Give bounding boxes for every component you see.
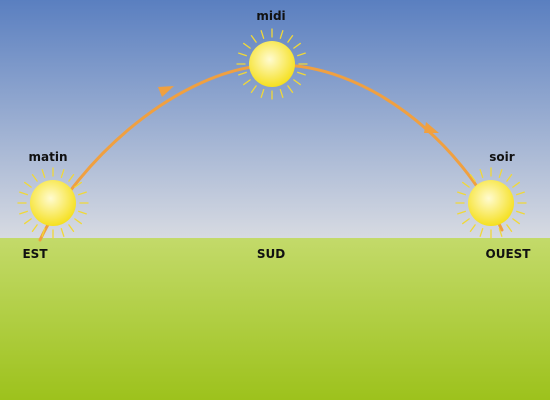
sun-ray: [506, 174, 513, 182]
sun-ray: [512, 181, 520, 188]
sun-ray: [469, 174, 476, 182]
sun-ray: [250, 35, 257, 43]
sun-ray: [24, 218, 32, 225]
sun-ray: [457, 191, 466, 196]
sun-ray: [287, 35, 294, 43]
sun-ray: [68, 224, 75, 232]
sun-icon: [236, 28, 308, 100]
sun-ray: [41, 228, 46, 237]
sun-ray: [243, 79, 251, 86]
sun-ray: [31, 224, 38, 232]
sun-ray: [479, 169, 484, 178]
sun-ray: [498, 228, 503, 237]
sun-ray: [498, 169, 503, 178]
ground: [0, 238, 550, 400]
sun-ray: [260, 89, 265, 98]
sun-disc: [468, 180, 514, 226]
arrowhead-icon: [424, 122, 439, 133]
sun-ray: [297, 52, 306, 57]
sun-ray: [78, 191, 87, 196]
sun-ray: [260, 30, 265, 39]
sun-ray: [19, 210, 28, 215]
sun-ray: [78, 210, 87, 215]
sun-ray: [238, 52, 247, 57]
sun-ray: [297, 71, 306, 76]
sun-ray: [238, 71, 247, 76]
sun-ray: [479, 228, 484, 237]
sun-ray: [287, 85, 294, 93]
sun-icon: [17, 167, 89, 239]
sun-ray: [293, 42, 301, 49]
sun-ray: [457, 210, 466, 215]
sun-ray: [19, 191, 28, 196]
sky: [0, 0, 550, 240]
sun-ray: [469, 224, 476, 232]
sun-ray: [31, 174, 38, 182]
sun-ray: [60, 228, 65, 237]
label-morning: matin: [28, 150, 68, 164]
sun-ray: [516, 191, 525, 196]
sun-ray: [279, 30, 284, 39]
sun-ray: [250, 85, 257, 93]
sun-ray: [74, 218, 82, 225]
label-east: EST: [22, 247, 48, 261]
sun-ray: [60, 169, 65, 178]
label-noon: midi: [256, 9, 286, 23]
sun-ray: [279, 89, 284, 98]
sun-ray: [516, 210, 525, 215]
label-south: SUD: [256, 247, 286, 261]
sun-ray: [68, 174, 75, 182]
sun-ray: [506, 224, 513, 232]
sun-ray: [41, 169, 46, 178]
sun-ray: [512, 218, 520, 225]
label-evening: soir: [489, 150, 515, 164]
sun-ray: [24, 181, 32, 188]
label-west: OUEST: [485, 247, 531, 261]
sun-ray: [74, 181, 82, 188]
sun-disc: [249, 41, 295, 87]
arrowhead-icon: [158, 86, 174, 97]
sun-disc: [30, 180, 76, 226]
sun-icon: [455, 167, 527, 239]
sun-ray: [462, 181, 470, 188]
sun-ray: [462, 218, 470, 225]
sun-ray: [243, 42, 251, 49]
sun-ray: [293, 79, 301, 86]
